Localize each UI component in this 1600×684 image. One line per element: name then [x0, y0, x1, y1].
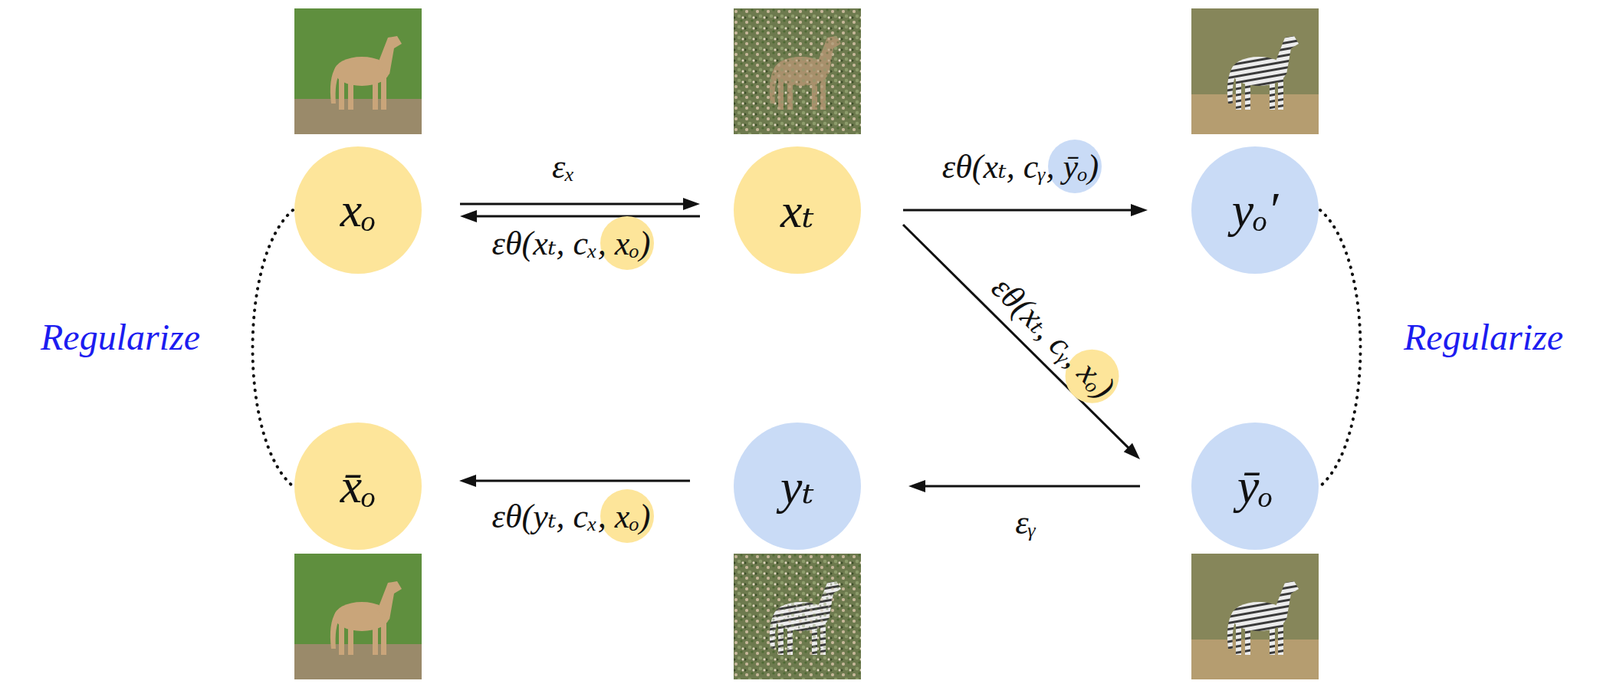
edge-label: εᵧ — [1015, 502, 1036, 544]
dotted-regularize-link — [252, 210, 294, 487]
arrow-connector — [474, 479, 690, 483]
node-label: yₜ — [780, 457, 815, 516]
edge-label: εθ(xₜ, cᵧ, ȳₒ) — [942, 147, 1099, 188]
arrow-connector — [923, 485, 1141, 488]
zebra-photo — [1191, 553, 1319, 680]
arrowhead — [459, 210, 477, 223]
regularize-label: Regularize — [1403, 315, 1564, 360]
noisy-horse-photo — [733, 8, 861, 135]
edge-label: εθ(xₜ, cₓ, xₒ) — [492, 223, 651, 265]
arrowhead — [1123, 443, 1141, 460]
state-circle: yₜ — [733, 422, 861, 550]
dotted-regularize-link — [1320, 210, 1361, 487]
token-bubble — [600, 216, 654, 270]
token-bubble — [1048, 139, 1102, 194]
token-bubble — [600, 489, 654, 543]
arrow-connector — [903, 209, 1133, 212]
arrow-connector — [903, 224, 1130, 449]
node-label: xₒ — [340, 181, 377, 239]
horse-photo — [294, 8, 422, 135]
node-label: xₜ — [780, 181, 815, 240]
state-circle: xₒ — [294, 146, 422, 274]
state-circle: xₜ — [733, 146, 861, 274]
node-label: ȳₒ — [1237, 457, 1274, 515]
edge-label: εθ(yₜ, cₓ, xₒ) — [492, 496, 651, 538]
arrow-connector — [475, 215, 700, 218]
edge-label: εₓ — [551, 147, 575, 188]
arrowhead — [908, 479, 926, 493]
arrowhead — [683, 197, 700, 211]
noisy-zebra-photo — [733, 553, 861, 680]
state-circle: ȳₒ — [1191, 422, 1319, 550]
token-bubble — [1054, 338, 1131, 414]
node-label: yₒ′ — [1232, 181, 1279, 239]
arrowhead — [459, 474, 477, 487]
state-circle: yₒ′ — [1191, 146, 1319, 274]
arrow-connector — [459, 203, 685, 206]
node-label: x̄ₒ — [340, 457, 377, 515]
edge-label: εθ(xₜ, cᵧ, xₒ) — [982, 268, 1123, 408]
arrowhead — [1130, 203, 1148, 217]
zebra-photo — [1191, 8, 1319, 135]
state-circle: x̄ₒ — [294, 422, 422, 550]
horse-photo — [294, 553, 422, 680]
regularize-label: Regularize — [40, 315, 201, 360]
